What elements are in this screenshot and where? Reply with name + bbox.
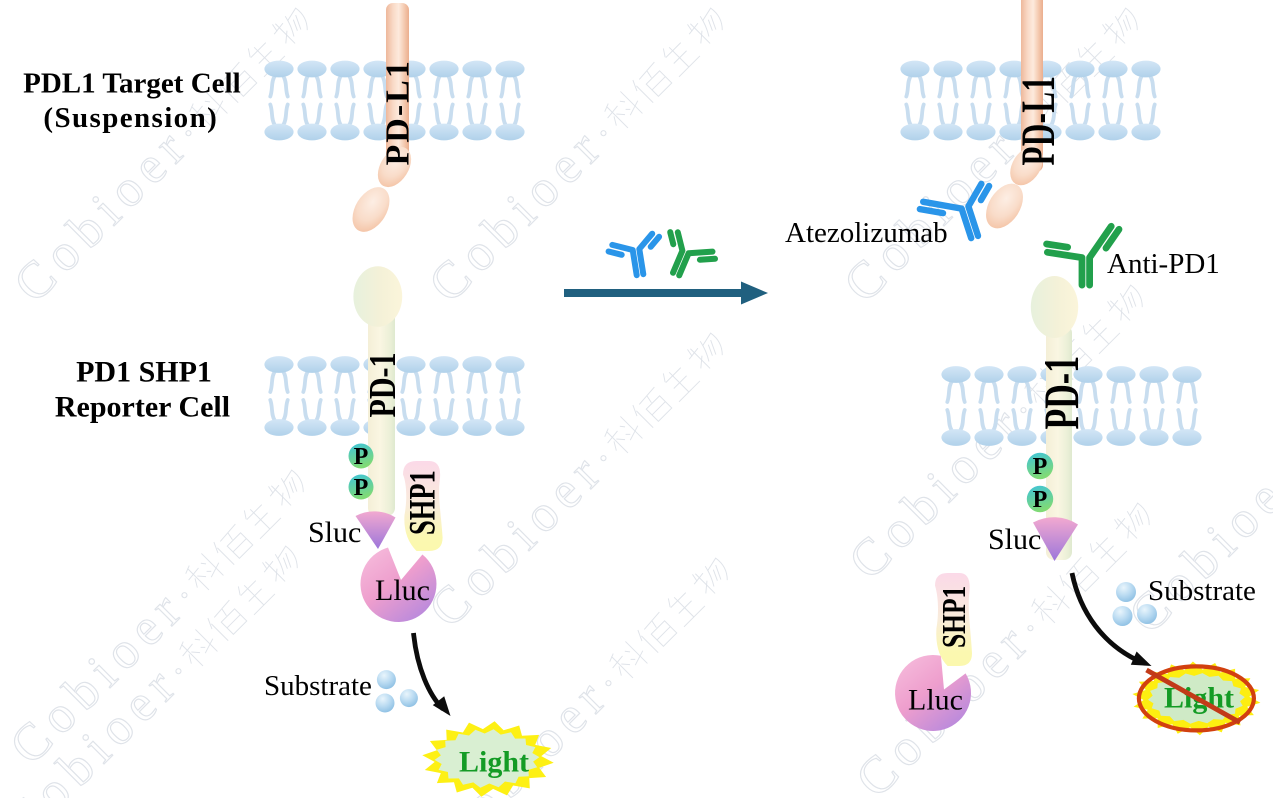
svg-text:PD-1: PD-1 [362, 353, 404, 418]
svg-text:PD1 SHP1: PD1 SHP1 [76, 356, 212, 389]
svg-text:P: P [354, 475, 369, 501]
svg-text:Lluc: Lluc [375, 574, 430, 607]
svg-text:Lluc: Lluc [908, 684, 963, 717]
svg-text:SHP1: SHP1 [934, 586, 973, 648]
svg-text:PD-1: PD-1 [1035, 356, 1090, 430]
svg-text:Reporter Cell: Reporter Cell [55, 391, 230, 424]
svg-text:Light: Light [459, 746, 529, 779]
svg-text:Anti-PD1: Anti-PD1 [1107, 248, 1220, 280]
svg-text:Sluc: Sluc [308, 516, 361, 549]
svg-text:P: P [1033, 487, 1048, 513]
svg-text:Substrate: Substrate [1148, 575, 1256, 607]
svg-text:SHP1: SHP1 [401, 470, 442, 535]
svg-text:PD-L1: PD-L1 [379, 59, 416, 165]
svg-text:Substrate: Substrate [264, 670, 372, 702]
svg-text:P: P [354, 444, 369, 470]
svg-text:PD-L1: PD-L1 [1011, 76, 1064, 166]
svg-text:P: P [1033, 454, 1048, 480]
svg-text:Sluc: Sluc [988, 523, 1041, 556]
svg-text:PDL1 Target Cell: PDL1 Target Cell [23, 68, 241, 100]
svg-text:(Suspension): (Suspension) [43, 102, 218, 134]
svg-text:Atezolizumab: Atezolizumab [785, 217, 948, 249]
